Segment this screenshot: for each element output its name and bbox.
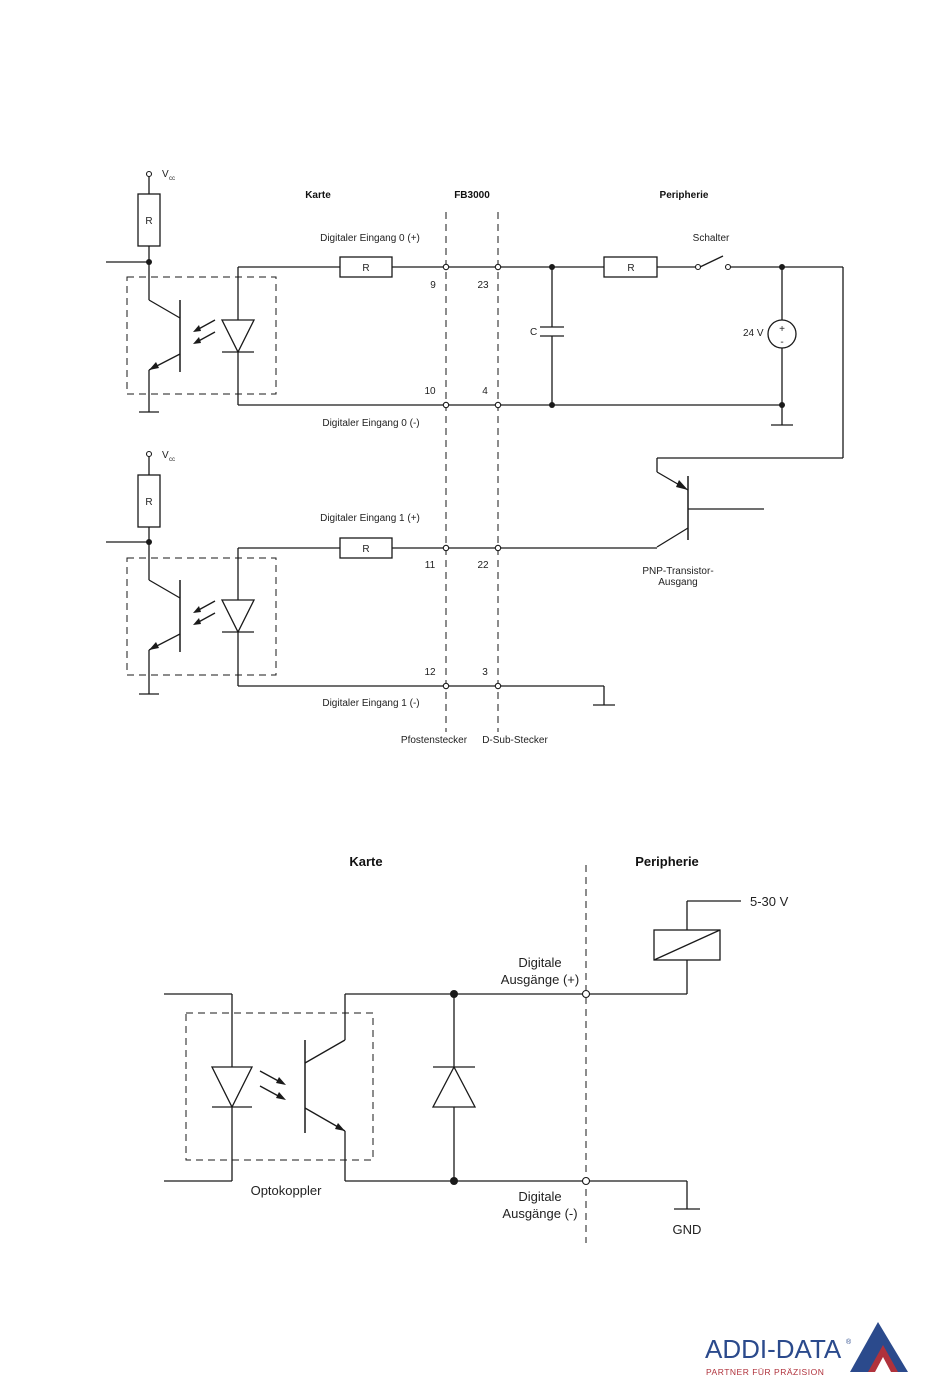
pin-23: 23: [477, 280, 489, 291]
header-karte: Karte: [305, 190, 331, 201]
label-dsub-stecker: D-Sub-Stecker: [482, 735, 548, 746]
header-fb3000: FB3000: [454, 190, 490, 201]
logo-wordmark: ADDI-DATA: [705, 1334, 842, 1364]
addi-data-logo: ADDI-DATA ® PARTNER FÜR PRÄZISION: [705, 1322, 908, 1377]
pullup-resistor-label: R: [145, 497, 152, 508]
supply-label: 5-30 V: [750, 894, 789, 909]
vcc-terminal: [145, 170, 153, 178]
label-eingang0-pos: Digitaler Eingang 0 (+): [320, 233, 420, 244]
pullup-resistor-label: R: [145, 216, 152, 227]
label-eingang1-neg: Digitaler Eingang 1 (-): [322, 698, 419, 709]
label-ausgaenge-neg-2: Ausgänge (-): [502, 1206, 577, 1221]
logo-triangle-icon: [850, 1322, 908, 1372]
label-ausgaenge-neg-1: Digitale: [518, 1189, 561, 1204]
periphery-resistor-label: R: [627, 263, 634, 274]
optocoupler-box: [126, 276, 277, 395]
voltage-plus: +: [779, 324, 785, 335]
pin-11: 11: [425, 560, 436, 571]
input-channel-0: V cc R: [106, 169, 782, 429]
label-eingang1-pos: Digitaler Eingang 1 (+): [320, 513, 420, 524]
input-led: [220, 319, 256, 354]
logo-tagline: PARTNER FÜR PRÄZISION: [706, 1367, 824, 1377]
switch-blade: [699, 255, 724, 268]
capacitor-label: C: [530, 327, 537, 338]
optocoupler-led: [210, 1066, 254, 1109]
periphery-circuit-0: C R Schalter + - 24 V: [530, 233, 844, 491]
vcc-label: V: [162, 450, 169, 461]
output-circuit-diagram: Karte Peripherie Optokoppler: [164, 854, 789, 1243]
pin-9: 9: [430, 280, 436, 291]
vcc-subscript: cc: [169, 457, 175, 463]
header-peripherie: Peripherie: [660, 190, 709, 201]
pnp-label-line1: PNP-Transistor-: [642, 566, 713, 577]
label-eingang0-neg: Digitaler Eingang 0 (-): [322, 418, 419, 429]
gnd-label: GND: [673, 1222, 702, 1237]
pin-3: 3: [482, 667, 488, 678]
voltage-label: 24 V: [743, 328, 764, 339]
vcc-label: V: [162, 169, 169, 180]
pin-10: 10: [424, 386, 436, 397]
logo-registered: ®: [846, 1338, 852, 1346]
label-ausgaenge-pos-2: Ausgänge (+): [501, 972, 579, 987]
series-resistor-0-label: R: [362, 263, 369, 274]
optocoupler-label: Optokoppler: [251, 1183, 322, 1198]
label-pfostenstecker: Pfostenstecker: [401, 735, 468, 746]
switch-label: Schalter: [693, 233, 730, 244]
input-circuit-diagram: Karte FB3000 Peripherie V cc R: [106, 169, 844, 746]
pnp-transistor: PNP-Transistor- Ausgang: [642, 476, 764, 588]
protection-diode: [431, 1065, 477, 1108]
header-karte-output: Karte: [349, 854, 382, 869]
pnp-label-line2: Ausgang: [658, 577, 697, 588]
vcc-terminal: [145, 450, 153, 458]
series-resistor-1-label: R: [362, 544, 369, 555]
optocoupler-box: [185, 1012, 374, 1161]
vcc-subscript: cc: [169, 176, 175, 182]
voltage-minus: -: [780, 337, 783, 348]
optocoupler-box: [126, 557, 277, 676]
label-ausgaenge-pos-1: Digitale: [518, 955, 561, 970]
pin-4: 4: [482, 386, 488, 397]
input-led: [220, 599, 256, 634]
pin-12: 12: [424, 667, 436, 678]
pin-22: 22: [477, 560, 489, 571]
header-peripherie-output: Peripherie: [635, 854, 699, 869]
input-channel-1: V cc R R: [106, 450, 657, 709]
